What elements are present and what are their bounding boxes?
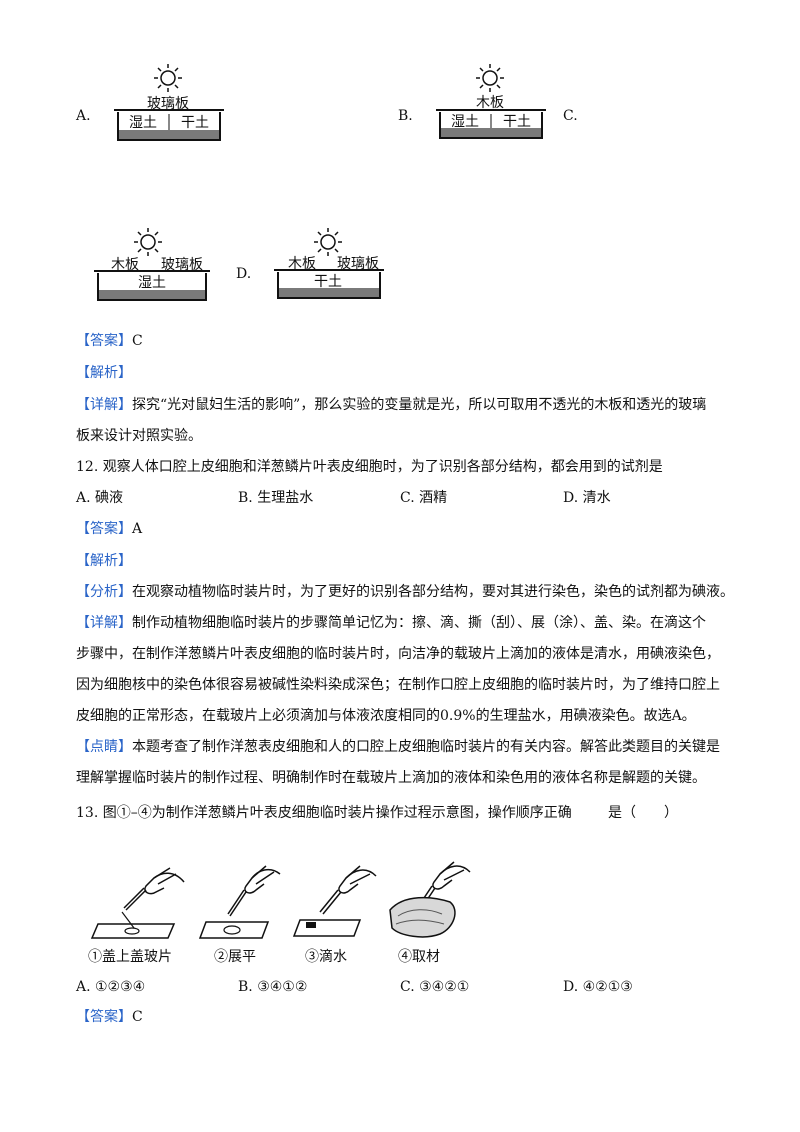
q11-detail-line-2: 板来设计对照实验。 <box>76 428 202 444</box>
cover-left-label: 木板 <box>288 256 316 272</box>
soil-right-label: 干土 <box>181 115 209 131</box>
cover-left-label: 木板 <box>111 257 139 273</box>
q12-detail-line-3: 因为细胞核中的染色体很容易被碱性染料染成深色；在制作口腔上皮细胞的临时装片时，为… <box>76 677 720 693</box>
q12-option-c[interactable]: C. 酒精 <box>400 490 448 506</box>
hand-with-needle-icon <box>227 865 281 917</box>
step-2-figure <box>196 862 286 948</box>
option-d-label[interactable]: D. <box>236 266 252 282</box>
sun-icon <box>134 228 162 256</box>
step-1-label: ①盖上盖玻片 <box>88 949 172 965</box>
q12-option-b[interactable]: B. 生理盐水 <box>238 490 314 506</box>
cover-label: 木板 <box>476 95 504 111</box>
option-b-label[interactable]: B. <box>398 108 413 124</box>
q11-detail-line-1: 【详解】探究“光对鼠妇生活的影响”，那么实验的变量就是光，所以可取用不透光的木板… <box>76 397 707 413</box>
option-b-figure: 木板 湿土 干土 <box>432 62 552 148</box>
q11-answer: 【答案】C <box>76 333 143 349</box>
q12-detail-line-4: 皮细胞的正常形态，在载玻片上必须滴加与体液浓度相同的0.9%的生理盐水，用碘液染… <box>76 708 696 724</box>
q13-answer: 【答案】C <box>76 1009 143 1025</box>
hand-with-dropper-icon <box>319 865 377 915</box>
sun-icon <box>154 64 182 92</box>
q12-option-d[interactable]: D. 清水 <box>563 490 611 506</box>
sun-icon <box>476 64 504 92</box>
q13-option-b[interactable]: B. ③④①② <box>238 979 308 995</box>
option-c-figure: 木板 玻璃板 湿土 <box>90 226 220 312</box>
step-4-label: ④取材 <box>398 949 440 965</box>
q12-option-a[interactable]: A. 碘液 <box>76 490 124 506</box>
step-3-label: ③滴水 <box>305 949 347 965</box>
option-a-figure: 玻璃板 湿土 干土 <box>110 62 230 148</box>
soil-left-label: 湿土 <box>451 114 479 130</box>
step-4-figure <box>384 858 474 948</box>
option-a-label[interactable]: A. <box>76 108 91 124</box>
cover-right-label: 玻璃板 <box>337 255 379 272</box>
q12-dianjing-line-2: 理解掌握临时装片的制作过程、明确制作时在载玻片上滴加的液体和染色用的液体名称是解… <box>76 770 706 786</box>
soil-right-label: 干土 <box>503 114 531 130</box>
cover-label: 玻璃板 <box>147 95 189 112</box>
option-d-figure: 木板 玻璃板 干土 <box>270 226 390 306</box>
option-c-label[interactable]: C. <box>563 108 578 124</box>
q13-stem-tail: 是（ ） <box>608 805 678 821</box>
q12-answer: 【答案】A <box>76 521 143 537</box>
q12-detail-line-1: 【详解】制作动植物细胞临时装片的步骤简单记忆为：擦、滴、撕（刮）、展（涂）、盖、… <box>76 615 706 631</box>
step-3-figure <box>290 862 380 948</box>
soil-left-label: 湿土 <box>129 115 157 131</box>
step-2-label: ②展平 <box>214 949 256 965</box>
soil-label: 干土 <box>314 274 342 290</box>
q12-dianjing-line-1: 【点睛】本题考查了制作洋葱表皮细胞和人的口腔上皮细胞临时装片的有关内容。解答此类… <box>76 739 720 755</box>
q12-analysis-heading: 【解析】 <box>76 553 132 569</box>
soil-label: 湿土 <box>138 275 166 291</box>
step-1-figure <box>84 862 188 948</box>
cover-right-label: 玻璃板 <box>161 256 203 273</box>
q13-option-a[interactable]: A. ①②③④ <box>76 979 146 995</box>
hand-with-tweezers-icon <box>123 867 185 911</box>
q12-fenxi: 【分析】在观察动植物临时装片时，为了更好的识别各部分结构，要对其进行染色，染色的… <box>76 584 734 600</box>
q12-stem: 12. 观察人体口腔上皮细胞和洋葱鳞片叶表皮细胞时，为了识别各部分结构，都会用到… <box>76 459 663 475</box>
q13-stem: 13. 图①–④为制作洋葱鳞片叶表皮细胞临时装片操作过程示意图，操作顺序正确 <box>76 805 572 821</box>
q13-option-c[interactable]: C. ③④②① <box>400 979 470 995</box>
q11-analysis-heading: 【解析】 <box>76 365 132 381</box>
sun-icon <box>314 228 342 256</box>
q12-detail-line-2: 步骤中，在制作洋葱鳞片叶表皮细胞的临时装片时，向洁净的载玻片上滴加的液体是清水，… <box>76 646 720 662</box>
q13-option-d[interactable]: D. ④②①③ <box>563 979 633 995</box>
